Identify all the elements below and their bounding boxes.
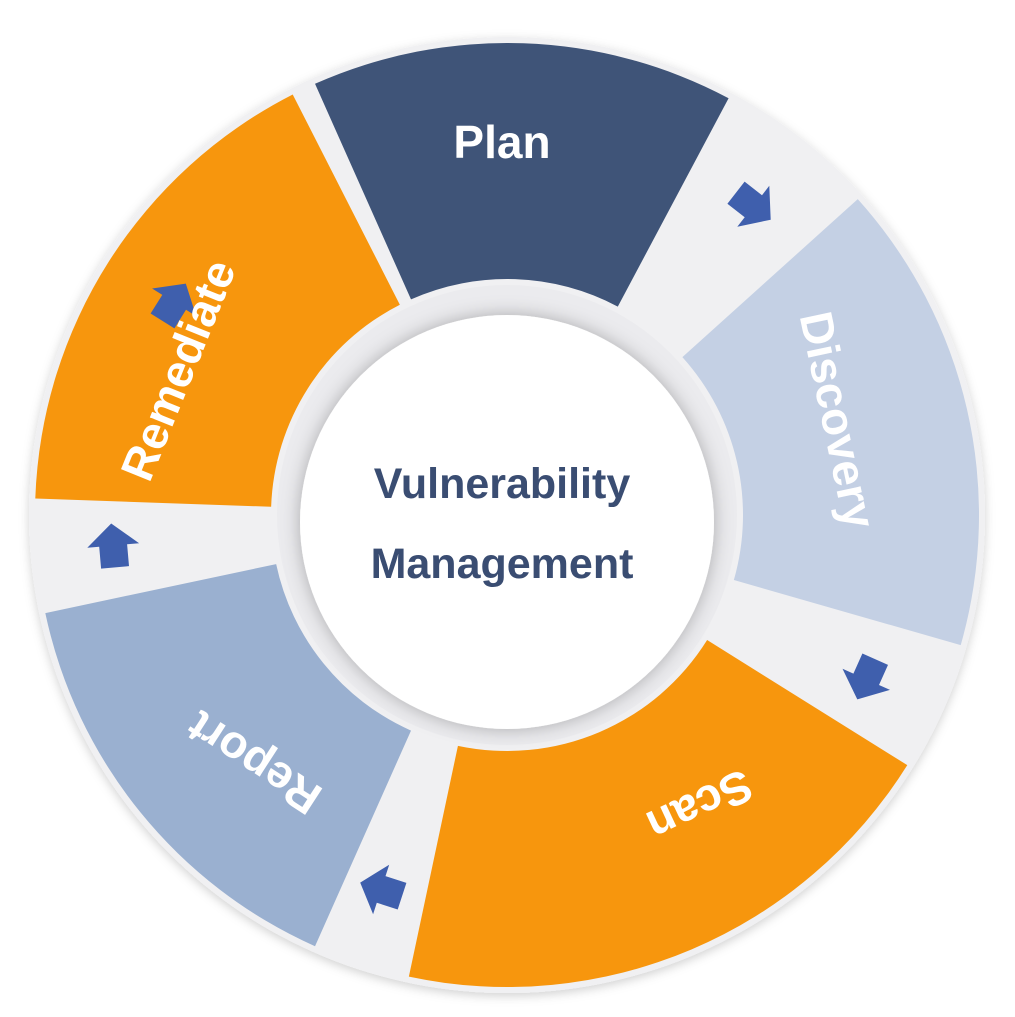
arrow-icon-discovery-to-scan bbox=[842, 653, 890, 700]
center-title-line1: Vulnerability bbox=[374, 460, 631, 508]
cycle-arrows bbox=[87, 181, 890, 915]
stage-segment-plan bbox=[315, 43, 729, 307]
stage-segment-report bbox=[45, 564, 412, 947]
stage-segment-scan bbox=[408, 640, 908, 987]
arrow-icon-scan-to-report bbox=[360, 864, 407, 915]
center-title-line2: Management bbox=[371, 540, 634, 588]
stage-segment-remediate bbox=[35, 94, 400, 507]
stage-segment-discovery bbox=[682, 199, 979, 646]
arrow-icon-report-to-remediate bbox=[87, 523, 140, 569]
stage-segments bbox=[35, 43, 979, 987]
center-hub bbox=[300, 315, 714, 729]
arrow-icon-plan-to-discovery bbox=[727, 181, 771, 227]
arrow-icon-remediate-to-plan bbox=[150, 283, 197, 329]
stage-label-plan: Plan bbox=[453, 116, 550, 168]
